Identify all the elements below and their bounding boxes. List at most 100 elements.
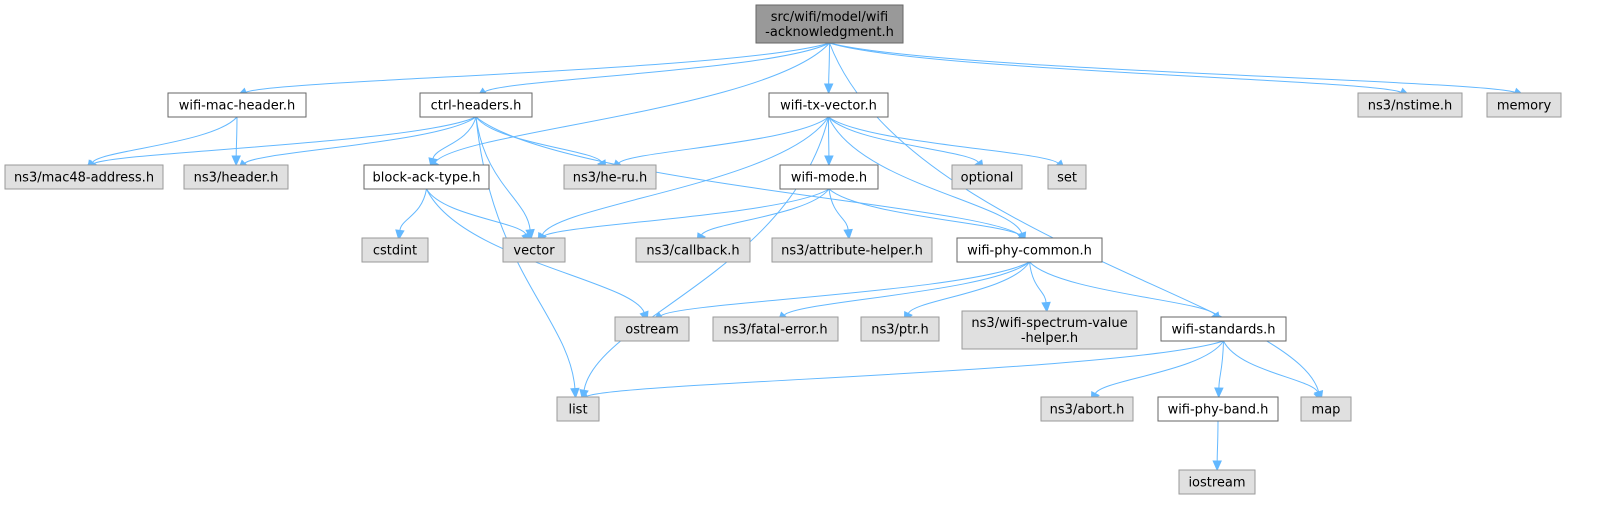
edge-wifi-standards-to-list <box>577 340 1224 401</box>
node-label: ns3/mac48-address.h <box>14 171 154 186</box>
edge-line <box>828 116 1059 164</box>
edge-wifi-tx-vector-to-ns3-he-ru <box>611 116 829 171</box>
edge-line <box>828 116 1023 234</box>
node-wifi-mac-header[interactable]: wifi-mac-header.h <box>167 92 307 118</box>
node-box <box>563 164 657 190</box>
node-wifi-phy-common[interactable]: wifi-phy-common.h <box>956 237 1103 263</box>
node-label: src/wifi/model/wifi <box>771 10 888 25</box>
node-map: map <box>1300 396 1352 422</box>
node-box <box>771 237 933 263</box>
edge-line <box>235 116 238 157</box>
edge-wifi-phy-common-to-ns3-wifi-spectrum-value-helper <box>1029 261 1051 313</box>
edge-line <box>245 42 830 93</box>
node-block-ack-type[interactable]: block-ack-type.h <box>363 164 490 190</box>
edge-line <box>432 116 477 159</box>
node-box[interactable] <box>768 92 889 118</box>
node-ns3-header: ns3/header.h <box>183 164 289 190</box>
edge-arrowhead <box>1212 460 1222 472</box>
edge-line <box>1029 261 1216 315</box>
node-wifi-standards[interactable]: wifi-standards.h <box>1160 316 1287 342</box>
edge-wifi-tx-vector-to-set <box>828 116 1066 171</box>
edge-root-to-memory <box>829 42 1525 97</box>
node-label: memory <box>1497 99 1552 114</box>
edge-wifi-mac-header-to-ns3-header <box>231 116 241 167</box>
edge-line <box>1218 340 1224 389</box>
edge-line <box>484 42 830 93</box>
node-ctrl-headers[interactable]: ctrl-headers.h <box>419 92 533 118</box>
node-box[interactable] <box>363 164 490 190</box>
node-box[interactable] <box>167 92 307 118</box>
edge-line <box>907 261 1030 314</box>
edge-line <box>1223 340 1319 393</box>
node-label: list <box>568 403 587 418</box>
node-box[interactable] <box>956 237 1103 263</box>
node-wifi-tx-vector[interactable]: wifi-tx-vector.h <box>768 92 889 118</box>
node-box[interactable] <box>1160 316 1287 342</box>
edge-line <box>1029 261 1047 303</box>
node-box <box>1486 92 1562 118</box>
node-box <box>361 237 429 263</box>
node-box <box>1047 164 1087 190</box>
edge-line <box>829 42 1402 93</box>
node-ns3-callback: ns3/callback.h <box>635 237 751 263</box>
edge-root-to-ctrl-headers <box>476 42 830 98</box>
node-box <box>860 316 940 342</box>
edge-line <box>829 42 1516 93</box>
edge-line <box>434 42 830 163</box>
node-label: ns3/callback.h <box>646 244 739 259</box>
node-box <box>961 310 1138 350</box>
node-ostream: ostream <box>614 316 690 342</box>
edge-arrowhead <box>1041 301 1051 313</box>
edge-block-ack-type-to-vector <box>426 188 530 244</box>
node-label: wifi-tx-vector.h <box>780 99 877 114</box>
edge-wifi-standards-to-ns3-abort <box>1090 340 1224 403</box>
edge-ctrl-headers-to-ns3-mac48-address <box>84 116 477 170</box>
node-label: ns3/ptr.h <box>871 323 929 338</box>
edge-arrowhead <box>824 155 834 167</box>
node-box <box>1300 396 1352 422</box>
node-cstdint: cstdint <box>361 237 429 263</box>
edge-arrowhead <box>1214 387 1224 399</box>
edge-line <box>1216 420 1219 462</box>
node-label: ns3/nstime.h <box>1368 99 1452 114</box>
node-box <box>1040 396 1134 422</box>
node-ns3-he-ru: ns3/he-ru.h <box>563 164 657 190</box>
edge-line <box>475 116 531 230</box>
edge-wifi-tx-vector-to-optional <box>828 116 985 171</box>
edge-line <box>475 116 1022 237</box>
edge-line <box>828 188 1022 237</box>
node-label: wifi-mode.h <box>791 171 867 186</box>
node-ns3-attribute-helper: ns3/attribute-helper.h <box>771 237 933 263</box>
edge-line <box>783 261 1030 316</box>
node-box <box>1357 92 1463 118</box>
node-box[interactable] <box>1157 396 1279 422</box>
node-label: wifi-standards.h <box>1172 323 1276 338</box>
edge-wifi-mode-to-wifi-phy-common <box>828 188 1028 244</box>
node-box <box>1178 469 1256 495</box>
node-memory: memory <box>1486 92 1562 118</box>
node-box <box>951 164 1023 190</box>
node-root: src/wifi/model/wifi-acknowledgment.h <box>755 4 904 44</box>
node-label: ns3/attribute-helper.h <box>781 244 923 259</box>
node-label: block-ack-type.h <box>373 171 481 186</box>
edge-line <box>92 116 238 163</box>
node-wifi-mode[interactable]: wifi-mode.h <box>779 164 879 190</box>
node-box <box>4 164 164 190</box>
node-set: set <box>1047 164 1087 190</box>
node-box <box>614 316 690 342</box>
edge-arrowhead <box>823 83 834 95</box>
node-vector: vector <box>502 237 566 263</box>
node-label: vector <box>513 244 555 259</box>
node-box[interactable] <box>419 92 533 118</box>
edge-line <box>542 188 830 237</box>
edge-line <box>828 188 849 230</box>
edge-wifi-standards-to-map <box>1223 340 1323 403</box>
edge-arrowhead <box>231 155 241 167</box>
edge-wifi-mode-to-ns3-attribute-helper <box>828 188 853 241</box>
node-box[interactable] <box>779 164 879 190</box>
edge-line <box>541 116 829 235</box>
edge-wifi-standards-to-wifi-phy-band <box>1214 340 1224 399</box>
edge-line <box>586 340 1224 397</box>
edge-ctrl-headers-to-wifi-phy-common <box>475 116 1028 244</box>
node-wifi-phy-band[interactable]: wifi-phy-band.h <box>1157 396 1279 422</box>
